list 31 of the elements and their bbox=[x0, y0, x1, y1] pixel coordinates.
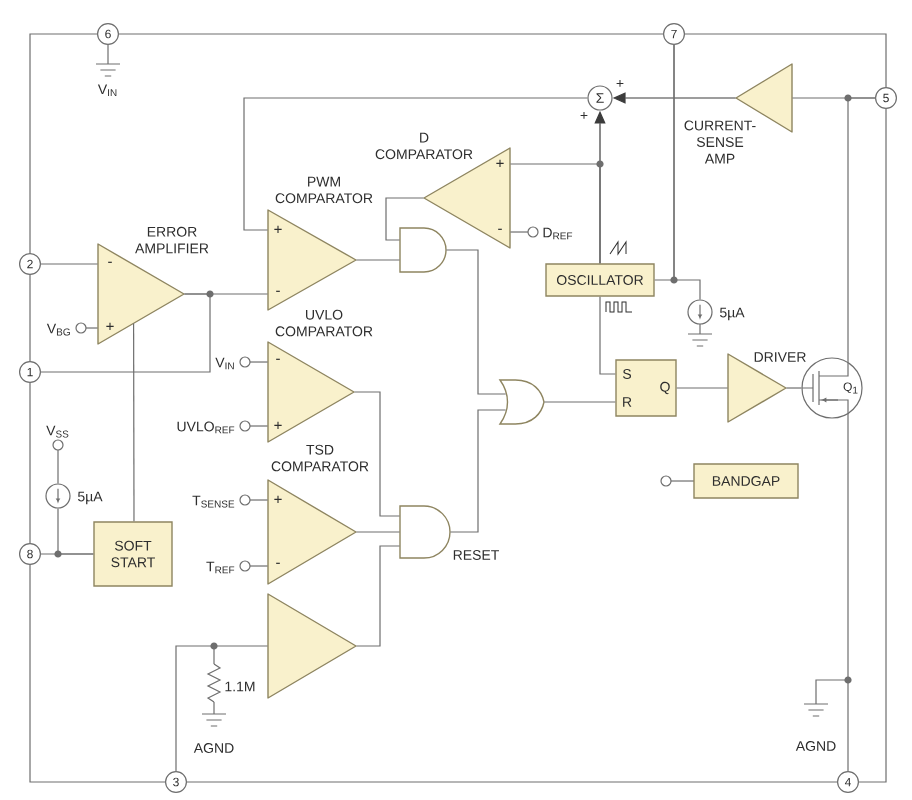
connector-line bbox=[847, 97, 876, 364]
connector-line bbox=[249, 361, 269, 363]
connector-line bbox=[509, 163, 601, 264]
connector-line bbox=[449, 409, 507, 533]
connector-line bbox=[509, 231, 529, 233]
connector-line bbox=[385, 197, 425, 241]
connector-line bbox=[355, 531, 401, 533]
connector-line bbox=[847, 412, 849, 772]
connector-line bbox=[249, 425, 269, 427]
connector-line bbox=[353, 391, 401, 517]
connector-line bbox=[543, 401, 616, 403]
connector-line bbox=[785, 387, 802, 389]
connector-line bbox=[249, 499, 269, 501]
connector-line bbox=[40, 553, 94, 555]
connector-line bbox=[676, 387, 729, 389]
connector-line bbox=[355, 545, 401, 647]
connector-line bbox=[445, 249, 507, 395]
connector-line bbox=[673, 44, 701, 300]
connector-line bbox=[40, 263, 99, 265]
connector-line bbox=[243, 97, 588, 231]
connector-line bbox=[40, 293, 211, 373]
comparator-triangle bbox=[267, 593, 357, 699]
logic-gate bbox=[399, 227, 447, 273]
connector-line bbox=[249, 565, 269, 567]
connector-line bbox=[355, 259, 401, 261]
connector-line bbox=[175, 645, 269, 772]
logic-gate bbox=[499, 379, 545, 425]
connector-line bbox=[133, 322, 135, 522]
connector-line bbox=[57, 449, 59, 484]
connector-line bbox=[599, 296, 616, 375]
connector-line bbox=[85, 327, 99, 329]
